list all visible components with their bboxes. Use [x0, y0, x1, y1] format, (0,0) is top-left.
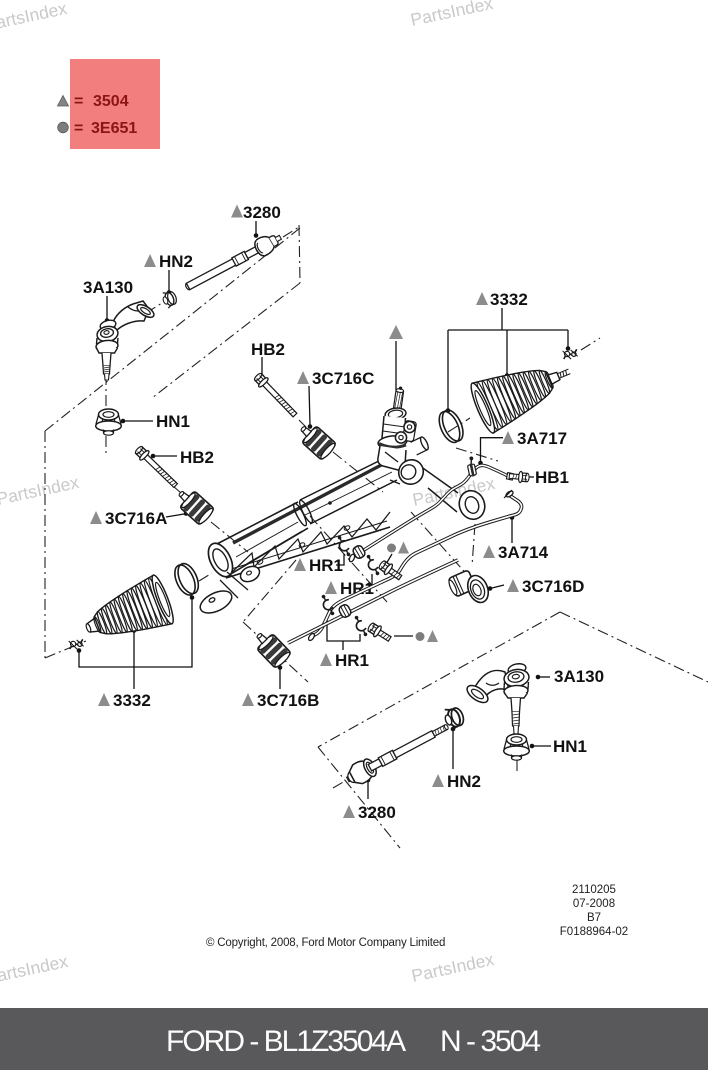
svg-text:HR1: HR1	[309, 556, 343, 575]
svg-text:3504: 3504	[93, 93, 129, 110]
svg-text:N - 3504: N - 3504	[440, 1025, 540, 1058]
svg-text:3C716A: 3C716A	[105, 509, 167, 528]
svg-text:PartsIndex: PartsIndex	[409, 0, 495, 30]
svg-text:PartsIndex: PartsIndex	[0, 472, 81, 509]
svg-text:3C716B: 3C716B	[257, 691, 319, 710]
svg-text:F0188964-02: F0188964-02	[560, 926, 628, 938]
svg-text:3C716C: 3C716C	[312, 369, 374, 388]
svg-text:© Copyright, 2008, Ford Motor: © Copyright, 2008, Ford Motor Company Li…	[206, 937, 445, 949]
svg-text:HR1: HR1	[340, 579, 374, 598]
svg-text:HN1: HN1	[156, 412, 190, 431]
svg-text:B7: B7	[587, 912, 601, 924]
svg-text:=: =	[74, 93, 83, 110]
svg-text:PartsIndex: PartsIndex	[410, 949, 496, 986]
svg-text:HN2: HN2	[447, 772, 481, 791]
svg-text:3332: 3332	[113, 691, 151, 710]
svg-text:HB2: HB2	[251, 340, 285, 359]
svg-text:HB2: HB2	[180, 448, 214, 467]
svg-text:3280: 3280	[243, 203, 281, 222]
svg-text:HB1: HB1	[535, 468, 569, 487]
svg-text:3E651: 3E651	[91, 120, 137, 137]
svg-text:3A717: 3A717	[517, 429, 567, 448]
svg-text:3C716D: 3C716D	[522, 577, 584, 596]
svg-text:HN1: HN1	[553, 737, 587, 756]
svg-text:3A130: 3A130	[83, 278, 133, 297]
svg-text:HN2: HN2	[159, 252, 193, 271]
svg-text:07-2008: 07-2008	[573, 898, 615, 910]
svg-text:FORD - BL1Z3504A: FORD - BL1Z3504A	[166, 1025, 406, 1058]
svg-text:PartsIndex: PartsIndex	[0, 951, 70, 988]
svg-text:3332: 3332	[490, 290, 528, 309]
svg-text:HR1: HR1	[335, 651, 369, 670]
svg-text:=: =	[74, 120, 83, 137]
svg-text:2110205: 2110205	[572, 884, 616, 896]
svg-text:3280: 3280	[358, 803, 396, 822]
svg-text:PartsIndex: PartsIndex	[0, 0, 69, 35]
svg-text:3A714: 3A714	[498, 543, 549, 562]
svg-text:3A130: 3A130	[554, 667, 604, 686]
